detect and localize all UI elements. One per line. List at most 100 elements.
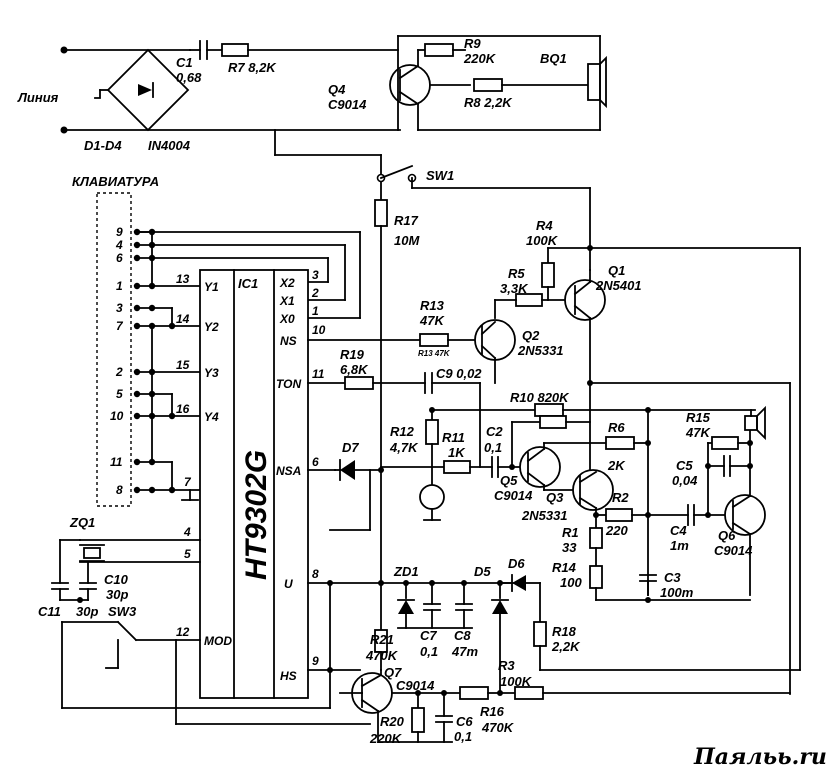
pin-16: 16 (176, 402, 190, 416)
pin-y4-label: Y4 (204, 410, 219, 424)
r2-label: R2 (612, 490, 629, 505)
r16-value: 470K (481, 720, 515, 735)
r6-label: R6 (608, 420, 625, 435)
r18-value: 2,2K (551, 639, 581, 654)
r5-label: R5 (508, 266, 525, 281)
r20-label: R20 (380, 714, 405, 729)
c7-label: C7 (420, 628, 437, 643)
q4-value: C9014 (328, 97, 367, 112)
r10-resistor (534, 403, 564, 417)
power-section (175, 247, 801, 743)
c4-label: C4 (670, 523, 687, 538)
c2-label: C2 (486, 424, 503, 439)
r2-resistor (605, 508, 633, 522)
pin-10: 10 (312, 323, 326, 337)
pin-1: 1 (312, 304, 319, 318)
r13-label: R13 (420, 298, 445, 313)
line-label: Линия (17, 90, 59, 105)
sw3-switch (61, 620, 331, 709)
d5-label: D5 (474, 564, 491, 579)
key-pin-11: 11 (110, 455, 123, 469)
q7-label: Q7 (384, 665, 402, 680)
r17-value: 10M (394, 233, 420, 248)
r12-resistor (425, 419, 439, 445)
c1-label: C1 (176, 55, 193, 70)
r15-resistor (711, 436, 739, 450)
q5-transistor (519, 446, 561, 488)
key-pin-9: 9 (116, 225, 123, 239)
r14-resistor (589, 565, 603, 589)
speaker-icon (744, 415, 758, 431)
q5-value: C9014 (494, 488, 533, 503)
r8-resistor (473, 78, 503, 92)
driver-stage (572, 407, 689, 601)
key-pin-6: 6 (116, 251, 123, 265)
zq1-crystal (83, 547, 101, 559)
ic1 (79, 269, 521, 699)
pin-8: 8 (312, 567, 319, 581)
r17-resistor (374, 199, 388, 227)
pin-9: 9 (312, 654, 319, 668)
r12-value: 4,7K (389, 440, 419, 455)
c6-value: 0,1 (454, 729, 472, 744)
q3-value: 2N5331 (521, 508, 568, 523)
amp-stage (380, 403, 756, 521)
r9-resistor (424, 43, 454, 57)
pin-y2-label: Y2 (204, 320, 219, 334)
bq1-buzzer (587, 63, 601, 101)
pin-mod-label: MOD (204, 634, 232, 648)
pin-7: 7 (184, 475, 192, 489)
line-terminal-top (60, 46, 68, 54)
q5-label: Q5 (500, 473, 518, 488)
r3-value: 100K (500, 674, 533, 689)
zd1-zener (398, 600, 414, 614)
c11-value: 30p (76, 604, 98, 619)
r6-value: 2K (607, 458, 626, 473)
line-terminal-bottom (60, 126, 68, 134)
c3-value: 100m (660, 585, 694, 600)
zq1-label: ZQ1 (69, 515, 95, 530)
r13-resistor (419, 333, 449, 347)
microphone (419, 484, 445, 510)
zd1-label: ZD1 (393, 564, 419, 579)
r4-value: 100K (526, 233, 559, 248)
c10-label: C10 (104, 572, 129, 587)
pin-y1-label: Y1 (204, 280, 219, 294)
sw3-label: SW3 (108, 604, 137, 619)
key-pin-1: 1 (116, 279, 123, 293)
r15-label: R15 (686, 410, 711, 425)
key-pin-8: 8 (116, 483, 123, 497)
diode-bridge (106, 48, 190, 132)
key-pin-4: 4 (115, 238, 123, 252)
c5-label: C5 (676, 458, 693, 473)
d1d4-value: IN4004 (148, 138, 191, 153)
q6-label: Q6 (718, 528, 736, 543)
r6-resistor (605, 436, 635, 450)
c9-label: C9 0,02 (436, 366, 482, 381)
r4-resistor (541, 262, 555, 288)
c8-value: 47m (451, 644, 478, 659)
r19-label: R19 (340, 347, 365, 362)
pin-x2-label: X2 (279, 276, 295, 290)
pin-3: 3 (312, 268, 319, 282)
pin-4: 4 (183, 525, 191, 539)
d7-label: D7 (342, 440, 359, 455)
r14-label: R14 (552, 560, 577, 575)
r10-label: R10 820K (510, 390, 570, 405)
r20-value: 220K (369, 731, 403, 746)
q2-label: Q2 (522, 328, 540, 343)
pin-y3-label: Y3 (204, 366, 219, 380)
r9-label: R9 (464, 36, 481, 51)
r7-resistor (221, 43, 249, 57)
keypad-label: КЛАВИАТУРА (72, 174, 159, 189)
ic1-ref: IC1 (238, 276, 258, 291)
r15-value: 47K (685, 425, 711, 440)
r10b-resistor (539, 415, 567, 429)
hook-switch (374, 154, 591, 584)
q7-value: C9014 (396, 678, 435, 693)
r11-resistor (443, 460, 471, 474)
r17-label: R17 (394, 213, 419, 228)
c5-value: 0,04 (672, 473, 698, 488)
c7-value: 0,1 (420, 644, 438, 659)
